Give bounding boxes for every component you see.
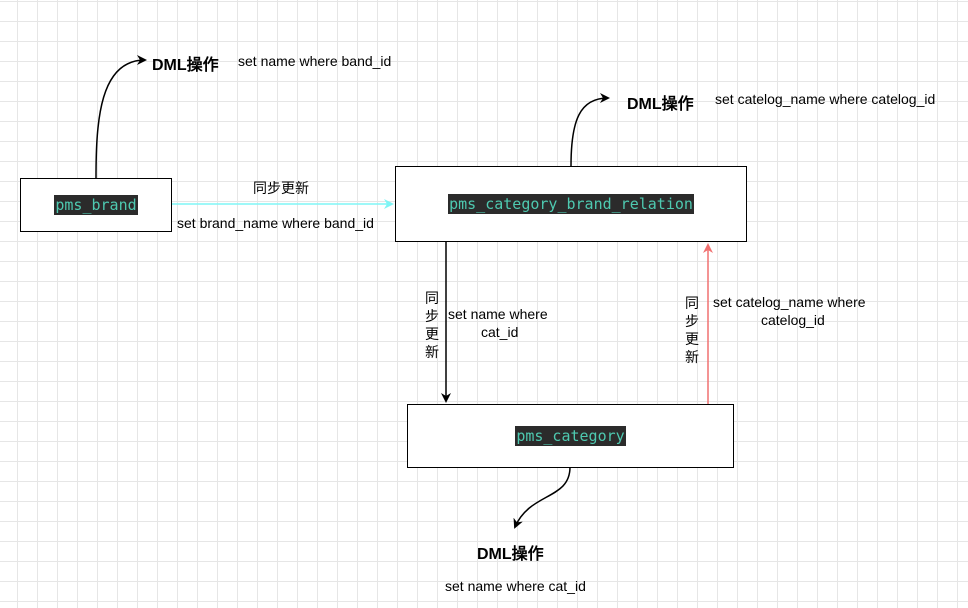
node-pms-brand-label: pms_brand (54, 195, 138, 215)
category-dml-arrow[interactable] (513, 466, 571, 529)
category-dml-title: DML操作 (477, 546, 544, 563)
node-pms-category[interactable]: pms_category (407, 404, 734, 468)
relation-to-category-label: 同步更新 (425, 290, 439, 360)
relation-to-category-sql-line1: set name where (448, 306, 548, 322)
brand-to-relation-label: 同步更新 (253, 180, 309, 196)
relation-dml-title: DML操作 (627, 96, 694, 113)
relation-dml-sql: set catelog_name where catelog_id (715, 91, 936, 107)
brand-to-relation-sql: set brand_name where band_id (177, 215, 374, 231)
category-to-relation-sql-line2: catelog_id (761, 312, 825, 328)
brand-dml-sql: set name where band_id (238, 53, 392, 69)
node-relation-label: pms_category_brand_relation (448, 194, 694, 214)
node-pms-category-brand-relation[interactable]: pms_category_brand_relation (395, 166, 747, 242)
category-to-relation-sql-line1: set catelog_name where (713, 294, 866, 310)
brand-dml-title: DML操作 (152, 57, 219, 74)
relation-dml-arrow[interactable] (570, 93, 610, 167)
relation-to-category-sql-line2: cat_id (481, 324, 519, 340)
category-dml-sql: set name where cat_id (445, 578, 586, 594)
brand-dml-arrow[interactable] (95, 55, 147, 179)
category-to-relation-label: 同步更新 (685, 295, 699, 365)
node-pms-brand[interactable]: pms_brand (20, 178, 172, 232)
node-pms-category-label: pms_category (515, 426, 626, 446)
